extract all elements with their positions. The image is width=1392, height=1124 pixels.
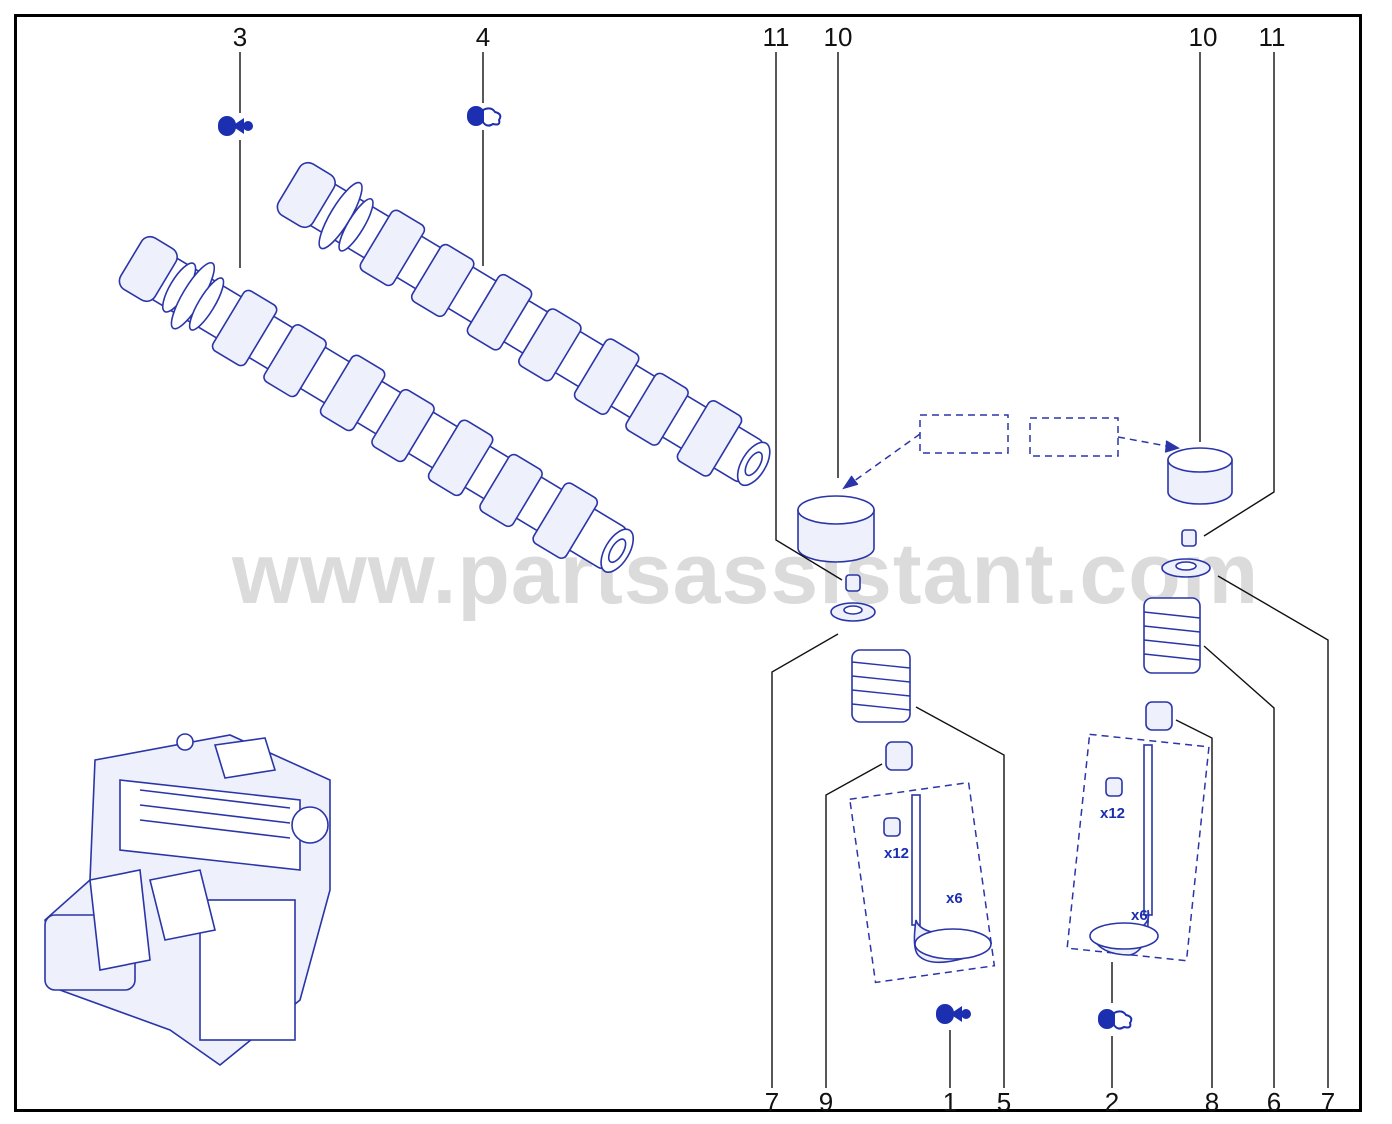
callout-5: 5: [997, 1087, 1011, 1117]
tappet-right[interactable]: [1167, 447, 1233, 505]
exhaust-part-icon: [1098, 1009, 1133, 1030]
valve-train-right: x12 x6: [1066, 447, 1233, 962]
reference-box-left: [919, 414, 1009, 454]
qty-valve-right: x6: [1131, 907, 1148, 924]
drawing-frame: [14, 14, 1362, 1112]
valve-train-left: x12 x6: [797, 495, 996, 984]
intake-part-icon: [218, 116, 253, 136]
callout-11-left: 11: [763, 22, 790, 52]
tappet-left[interactable]: [797, 495, 875, 563]
spring-retainer-right[interactable]: [1161, 558, 1211, 578]
callout-11-right: 11: [1259, 22, 1286, 52]
callout-9: 9: [819, 1087, 833, 1117]
valve-seal-icon-right: [1105, 777, 1123, 797]
qty-seal-left: x12: [884, 845, 909, 862]
valve-stem-seal-left[interactable]: [885, 741, 913, 771]
callout-7-left: 7: [765, 1087, 779, 1117]
intake-camshaft[interactable]: [112, 226, 647, 589]
valve-group-box-right: [1066, 733, 1210, 962]
callout-4: 4: [476, 22, 490, 52]
valve-stem-seal-right[interactable]: [1145, 701, 1173, 731]
intake-valve[interactable]: [911, 794, 992, 964]
valve-cotter-right[interactable]: [1181, 529, 1197, 547]
exhaust-valve[interactable]: [1089, 744, 1159, 956]
callout-10-right: 10: [1189, 22, 1218, 52]
valve-group-box-left: [848, 781, 996, 984]
callout-1: 1: [943, 1087, 957, 1117]
callout-6: 6: [1267, 1087, 1281, 1117]
engine-assembly-thumbnail: [44, 733, 331, 1067]
qty-valve-left: x6: [946, 890, 963, 907]
reference-arrow-left: [849, 433, 921, 485]
callout-3: 3: [233, 22, 247, 52]
valve-spring-right[interactable]: [1143, 597, 1201, 674]
exhaust-camshaft[interactable]: [270, 152, 784, 502]
watermark: www.partsassistant.com: [231, 526, 1259, 622]
valve-cotter-left[interactable]: [845, 574, 861, 592]
callout-8: 8: [1205, 1087, 1219, 1117]
callout-2: 2: [1105, 1087, 1119, 1117]
exhaust-part-icon: [467, 106, 502, 127]
reference-arrow-right: [1117, 436, 1173, 448]
qty-seal-right: x12: [1100, 805, 1125, 822]
valve-spring-left[interactable]: [851, 649, 911, 723]
valve-seal-icon-left: [883, 817, 901, 837]
callout-10-left: 10: [824, 22, 853, 52]
intake-part-icon: [936, 1004, 971, 1024]
spring-retainer-left[interactable]: [830, 602, 876, 622]
callout-7-right: 7: [1321, 1087, 1335, 1117]
reference-box-right: [1029, 417, 1119, 457]
